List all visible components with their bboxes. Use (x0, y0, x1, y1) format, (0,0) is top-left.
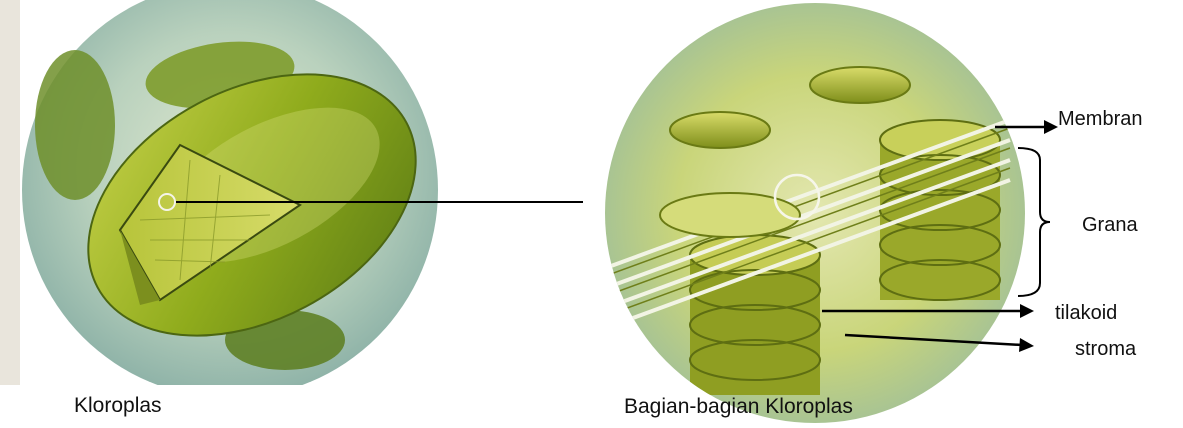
granum-stack-left (690, 235, 820, 395)
label-grana: Grana (1082, 214, 1138, 237)
label-tilakoid: tilakoid (1055, 302, 1117, 325)
magnified-illustration (583, 3, 1043, 423)
caption-bagian-kloroplas: Bagian-bagian Kloroplas (624, 395, 853, 419)
label-stroma: stroma (1075, 338, 1136, 361)
label-membran: Membran (1058, 108, 1142, 131)
chloroplast-illustration (0, 0, 461, 398)
arrow-membran-head (1044, 120, 1058, 134)
caption-kloroplas: Kloroplas (74, 394, 162, 418)
